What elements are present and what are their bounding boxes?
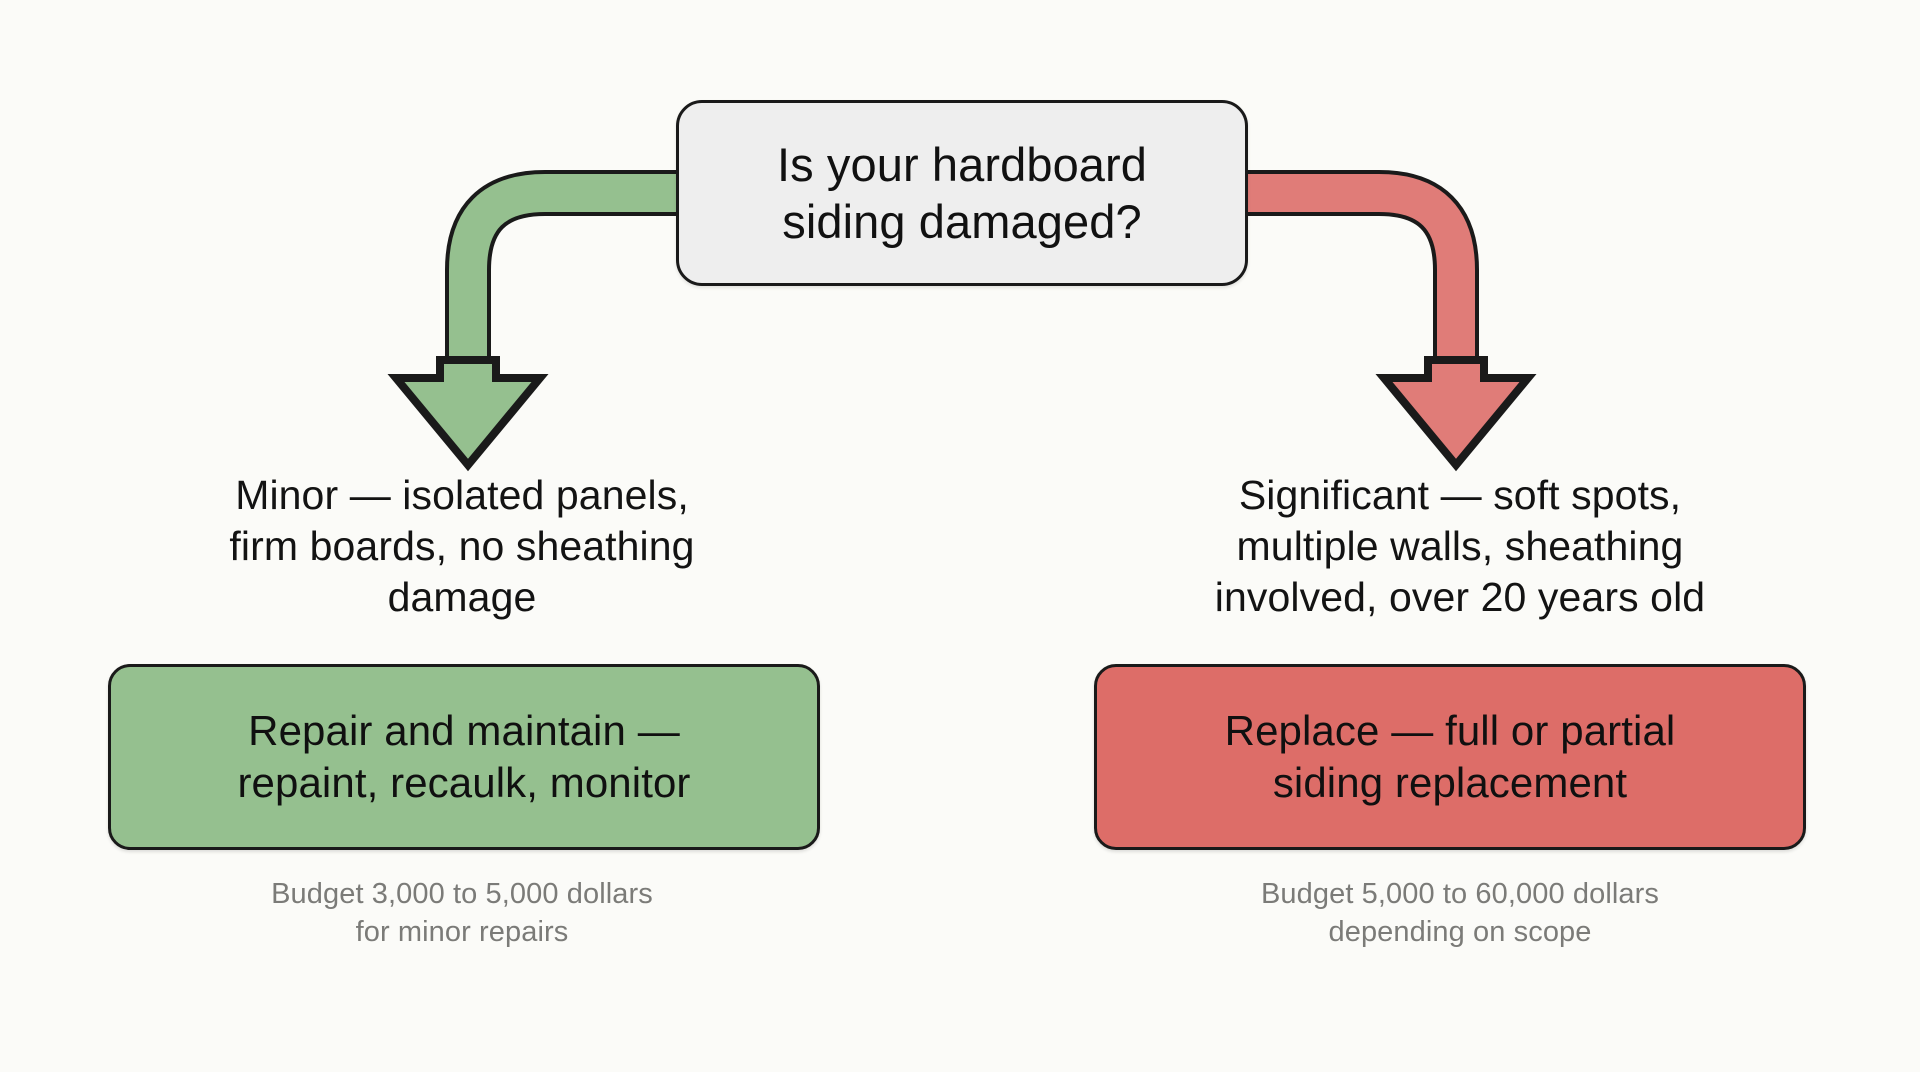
outcome-repair-text: Repair and maintain — repaint, recaulk, …	[215, 705, 712, 809]
outcome-replace-line-2: siding replacement	[1272, 759, 1628, 807]
outcome-box-replace[interactable]: Replace — full or partial siding replace…	[1094, 664, 1806, 851]
outcome-repair-line-2: repaint, recaulk, monitor	[237, 759, 691, 807]
branch-minor-desc-line-1: Minor — isolated panels,	[235, 472, 689, 518]
branch-minor-desc-line-3: damage	[387, 573, 537, 620]
budget-note-repair: Budget 3,000 to 5,000 dollars for minor …	[112, 876, 812, 950]
budget-repair-line-1: Budget 3,000 to 5,000 dollars	[271, 878, 653, 911]
outcome-box-repair[interactable]: Repair and maintain — repaint, recaulk, …	[108, 664, 820, 851]
outcome-repair-line-1: Repair and maintain —	[248, 707, 680, 755]
root-question-text: Is your hardboard siding damaged?	[759, 136, 1165, 251]
arrowhead-green	[387, 356, 549, 472]
root-question-node[interactable]: Is your hardboard siding damaged?	[676, 100, 1248, 286]
root-question-line-2: siding damaged?	[782, 195, 1142, 248]
root-question-line-1: Is your hardboard	[776, 137, 1148, 191]
branch-significant-desc-line-3: involved, over 20 years old	[1214, 573, 1706, 620]
connector-green	[387, 170, 676, 472]
branch-significant-desc-line-1: Significant — soft spots,	[1238, 472, 1682, 518]
budget-replace-line-1: Budget 5,000 to 60,000 dollars	[1260, 878, 1660, 911]
branch-minor-description: Minor — isolated panels, firm boards, no…	[112, 470, 812, 622]
arrowhead-red	[1375, 356, 1537, 472]
outcome-replace-text: Replace — full or partial siding replace…	[1203, 705, 1698, 809]
outcome-replace-line-1: Replace — full or partial	[1224, 707, 1676, 755]
budget-replace-line-2: depending on scope	[1328, 915, 1592, 948]
branch-significant-description: Significant — soft spots, multiple walls…	[1110, 470, 1810, 622]
branch-minor: Minor — isolated panels, firm boards, no…	[108, 470, 820, 951]
connector-red	[1248, 170, 1537, 472]
branch-significant-desc-line-2: multiple walls, sheathing	[1236, 522, 1684, 569]
budget-repair-line-2: for minor repairs	[355, 915, 569, 948]
budget-note-replace: Budget 5,000 to 60,000 dollars depending…	[1110, 876, 1810, 950]
branch-significant: Significant — soft spots, multiple walls…	[1094, 470, 1810, 951]
branch-minor-desc-line-2: firm boards, no sheathing	[229, 522, 695, 569]
